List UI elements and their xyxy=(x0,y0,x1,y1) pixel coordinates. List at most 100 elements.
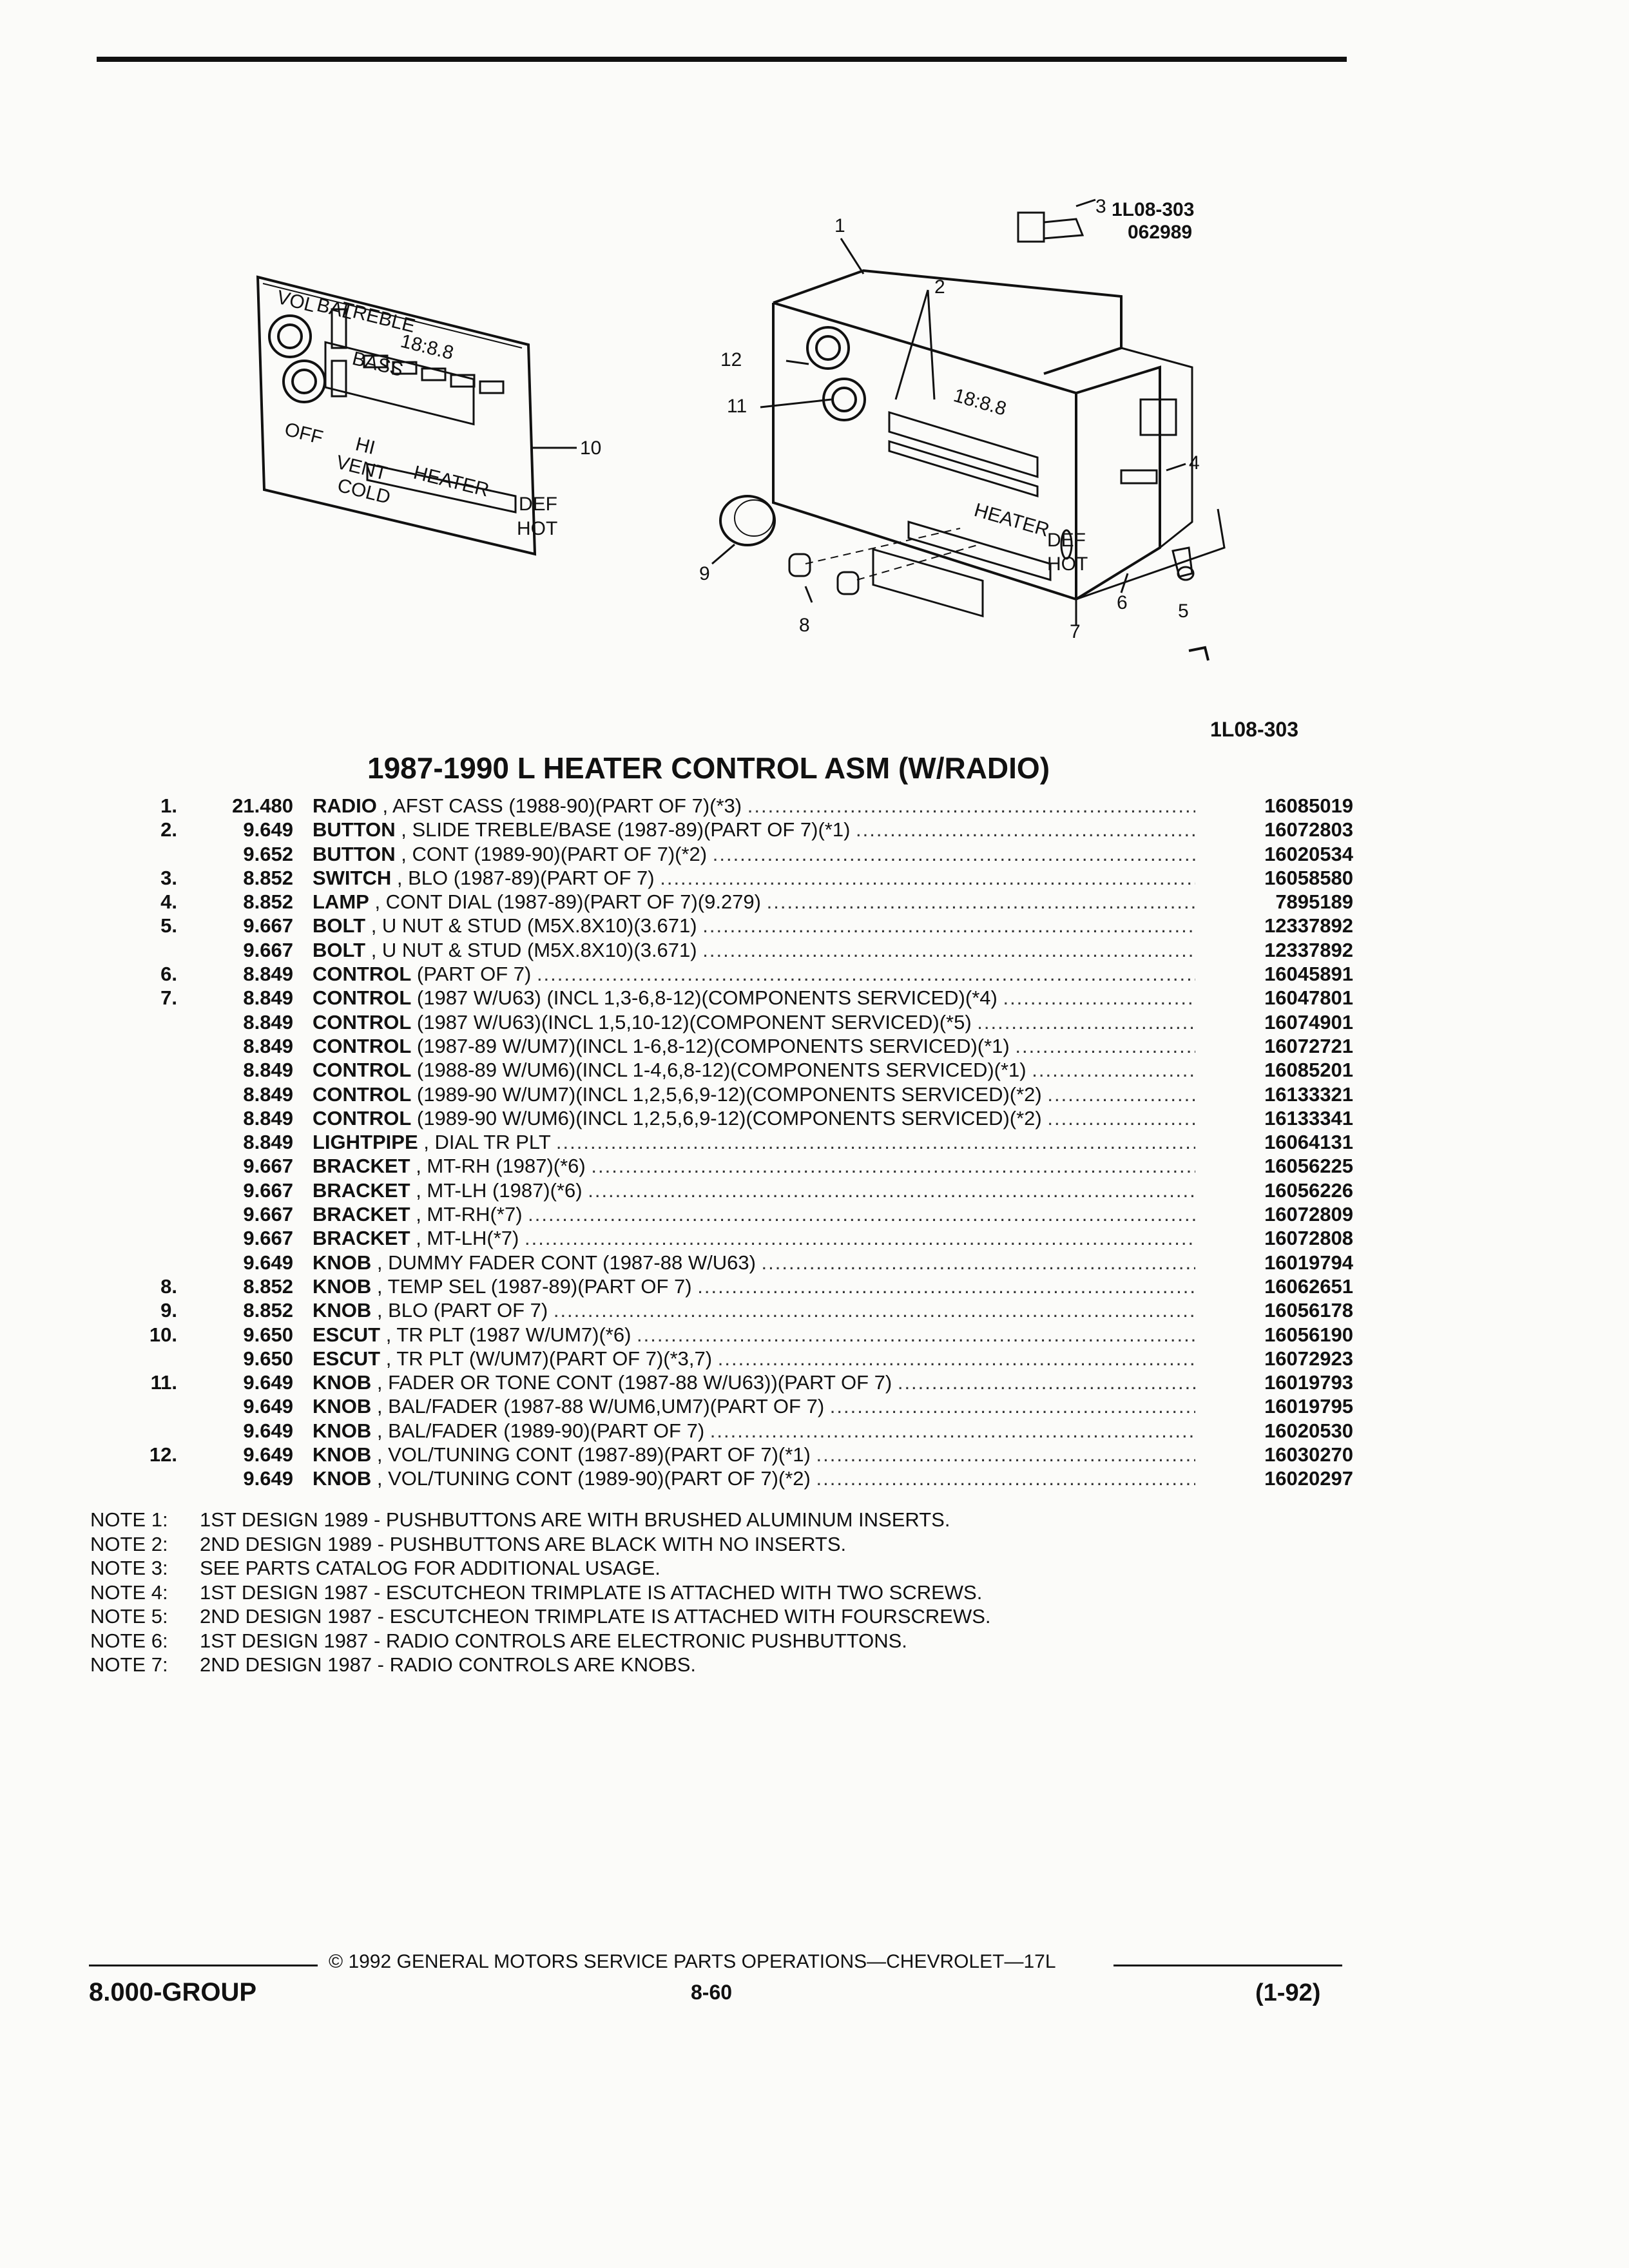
part-name: BUTTON xyxy=(313,842,396,865)
part-number: 16133341 xyxy=(1264,1106,1353,1129)
note-text: 1ST DESIGN 1987 - ESCUTCHEON TRIMPLATE I… xyxy=(200,1581,983,1604)
part-name: KNOB xyxy=(313,1443,372,1466)
part-name: KNOB xyxy=(313,1467,372,1490)
group-number: 9.650 xyxy=(243,1323,293,1346)
part-number: 16072808 xyxy=(1264,1227,1353,1250)
label-display-main: 18:8.8 xyxy=(951,385,1008,420)
callout-5: 5 xyxy=(1178,601,1189,622)
part-detail: , SLIDE TREBLE/BASE (1987-89)(PART OF 7)… xyxy=(401,818,851,841)
part-name: ESCUT xyxy=(313,1347,381,1370)
item-number: 9. xyxy=(160,1299,177,1322)
group-number: 8.849 xyxy=(243,963,293,986)
note-text: SEE PARTS CATALOG FOR ADDITIONAL USAGE. xyxy=(200,1557,660,1579)
part-name: RADIO xyxy=(313,794,377,817)
leader-dots: ........................................… xyxy=(525,1227,1195,1250)
part-name: BRACKET xyxy=(313,1178,410,1202)
part-description: KNOB , VOL/TUNING CONT (1987-89)(PART OF… xyxy=(313,1443,1195,1466)
exploded-diagram: VOL BAL TREBLE BASS 18:8.8 OFF HI VENT H… xyxy=(256,196,1226,661)
part-description: CONTROL (PART OF 7) ....................… xyxy=(313,962,1195,986)
part-number: 16020534 xyxy=(1264,842,1353,865)
part-description: CONTROL (1987-89 W/UM7)(INCL 1-6,8-12)(C… xyxy=(313,1034,1195,1058)
part-description: BOLT , U NUT & STUD (M5X.8X10)(3.671) ..… xyxy=(313,938,1195,962)
part-number: 16030270 xyxy=(1264,1443,1353,1466)
leader-dots: ........................................… xyxy=(761,1251,1195,1274)
part-detail: , TEMP SEL (1987-89)(PART OF 7) xyxy=(376,1274,692,1298)
part-description: ESCUT , TR PLT (1987 W/UM7)(*6) ........… xyxy=(313,1323,1195,1347)
group-number: 9.649 xyxy=(243,1251,293,1274)
leader-dots: ........................................… xyxy=(528,1203,1195,1226)
part-name: BOLT xyxy=(313,914,366,937)
part-number: 16045891 xyxy=(1264,963,1353,986)
part-description: BRACKET , MT-RH (1987)(*6) .............… xyxy=(313,1154,1195,1178)
part-description: CONTROL (1987 W/U63) (INCL 1,3-6,8-12)(C… xyxy=(313,986,1195,1010)
revision-date: (1-92) xyxy=(1255,1979,1321,2006)
group-number: 9.667 xyxy=(243,914,293,937)
group-number: 9.649 xyxy=(243,1371,293,1394)
leader-dots: ........................................… xyxy=(766,890,1195,914)
top-rule xyxy=(97,57,1347,62)
part-name: KNOB xyxy=(313,1299,372,1322)
part-number: 16074901 xyxy=(1264,1010,1353,1033)
leader-dots: ........................................… xyxy=(856,818,1195,841)
page-number: 8-60 xyxy=(691,1981,733,2004)
figure-ref: 1L08-303 xyxy=(1210,718,1298,741)
part-description: BRACKET , MT-LH(*7) ....................… xyxy=(313,1226,1195,1250)
part-description: KNOB , VOL/TUNING CONT (1989-90)(PART OF… xyxy=(313,1466,1195,1490)
part-description: CONTROL (1987 W/U63)(INCL 1,5,10-12)(COM… xyxy=(313,1010,1195,1034)
part-detail: (1987-89 W/UM7)(INCL 1-6,8-12)(COMPONENT… xyxy=(416,1034,1010,1057)
part-number: 16085201 xyxy=(1264,1059,1353,1082)
part-name: KNOB xyxy=(313,1395,372,1418)
group-number: 8.849 xyxy=(243,1034,293,1057)
part-detail: , BAL/FADER (1987-88 W/UM6,UM7)(PART OF … xyxy=(376,1395,825,1418)
callout-11: 11 xyxy=(727,396,747,417)
part-detail: , VOL/TUNING CONT (1987-89)(PART OF 7)(*… xyxy=(376,1443,811,1466)
part-description: KNOB , BAL/FADER (1989-90)(PART OF 7) ..… xyxy=(313,1419,1195,1443)
item-number: 12. xyxy=(149,1443,177,1466)
part-number: 12337892 xyxy=(1264,914,1353,937)
part-description: KNOB , DUMMY FADER CONT (1987-88 W/U63) … xyxy=(313,1251,1195,1274)
part-name: BUTTON xyxy=(313,818,396,841)
part-detail: , BLO (1987-89)(PART OF 7) xyxy=(396,866,655,889)
group-number: 21.480 xyxy=(232,794,293,817)
item-number: 11. xyxy=(150,1371,177,1394)
part-name: BRACKET xyxy=(313,1203,410,1226)
label-heater-main: HEATER xyxy=(972,499,1052,541)
note-text: 2ND DESIGN 1987 - ESCUTCHEON TRIMPLATE I… xyxy=(200,1605,991,1628)
part-description: LAMP , CONT DIAL (1987-89)(PART OF 7)(9.… xyxy=(313,890,1195,914)
part-number: 16056226 xyxy=(1264,1178,1353,1202)
label-def: DEF xyxy=(519,494,557,515)
part-name: CONTROL xyxy=(313,1034,412,1057)
part-name: LAMP xyxy=(313,890,369,914)
callout-12: 12 xyxy=(720,349,742,370)
group-label: 8.000-GROUP xyxy=(89,1978,257,2006)
part-number: 16072923 xyxy=(1264,1347,1353,1370)
part-detail: , U NUT & STUD (M5X.8X10)(3.671) xyxy=(371,914,697,937)
part-number: 16064131 xyxy=(1264,1131,1353,1154)
group-number: 8.849 xyxy=(243,986,293,1010)
item-number: 6. xyxy=(160,963,177,986)
callout-2: 2 xyxy=(934,276,945,298)
part-number: 16056178 xyxy=(1264,1299,1353,1322)
part-detail: (1989-90 W/UM7)(INCL 1,2,5,6,9-12)(COMPO… xyxy=(416,1082,1042,1106)
note-item: NOTE 4:1ST DESIGN 1987 - ESCUTCHEON TRIM… xyxy=(90,1581,991,1605)
note-label: NOTE 1: xyxy=(90,1508,168,1531)
part-name: SWITCH xyxy=(313,866,392,889)
leader-dots: ........................................… xyxy=(829,1395,1195,1418)
part-name: ESCUT xyxy=(313,1323,381,1346)
item-number: 7. xyxy=(160,986,177,1010)
diagram-ref-top: 1L08-303 xyxy=(1112,199,1194,220)
part-description: BUTTON , SLIDE TREBLE/BASE (1987-89)(PAR… xyxy=(313,818,1195,841)
part-detail: (1988-89 W/UM6)(INCL 1-4,6,8-12)(COMPONE… xyxy=(416,1059,1027,1082)
callout-7: 7 xyxy=(1070,621,1081,642)
part-description: KNOB , TEMP SEL (1987-89)(PART OF 7) ...… xyxy=(313,1274,1195,1298)
callout-8: 8 xyxy=(799,615,810,636)
note-item: NOTE 7:2ND DESIGN 1987 - RADIO CONTROLS … xyxy=(90,1653,991,1677)
part-detail: , MT-RH (1987)(*6) xyxy=(416,1155,586,1178)
leader-dots: ........................................… xyxy=(816,1467,1196,1490)
note-item: NOTE 5:2ND DESIGN 1987 - ESCUTCHEON TRIM… xyxy=(90,1604,991,1629)
